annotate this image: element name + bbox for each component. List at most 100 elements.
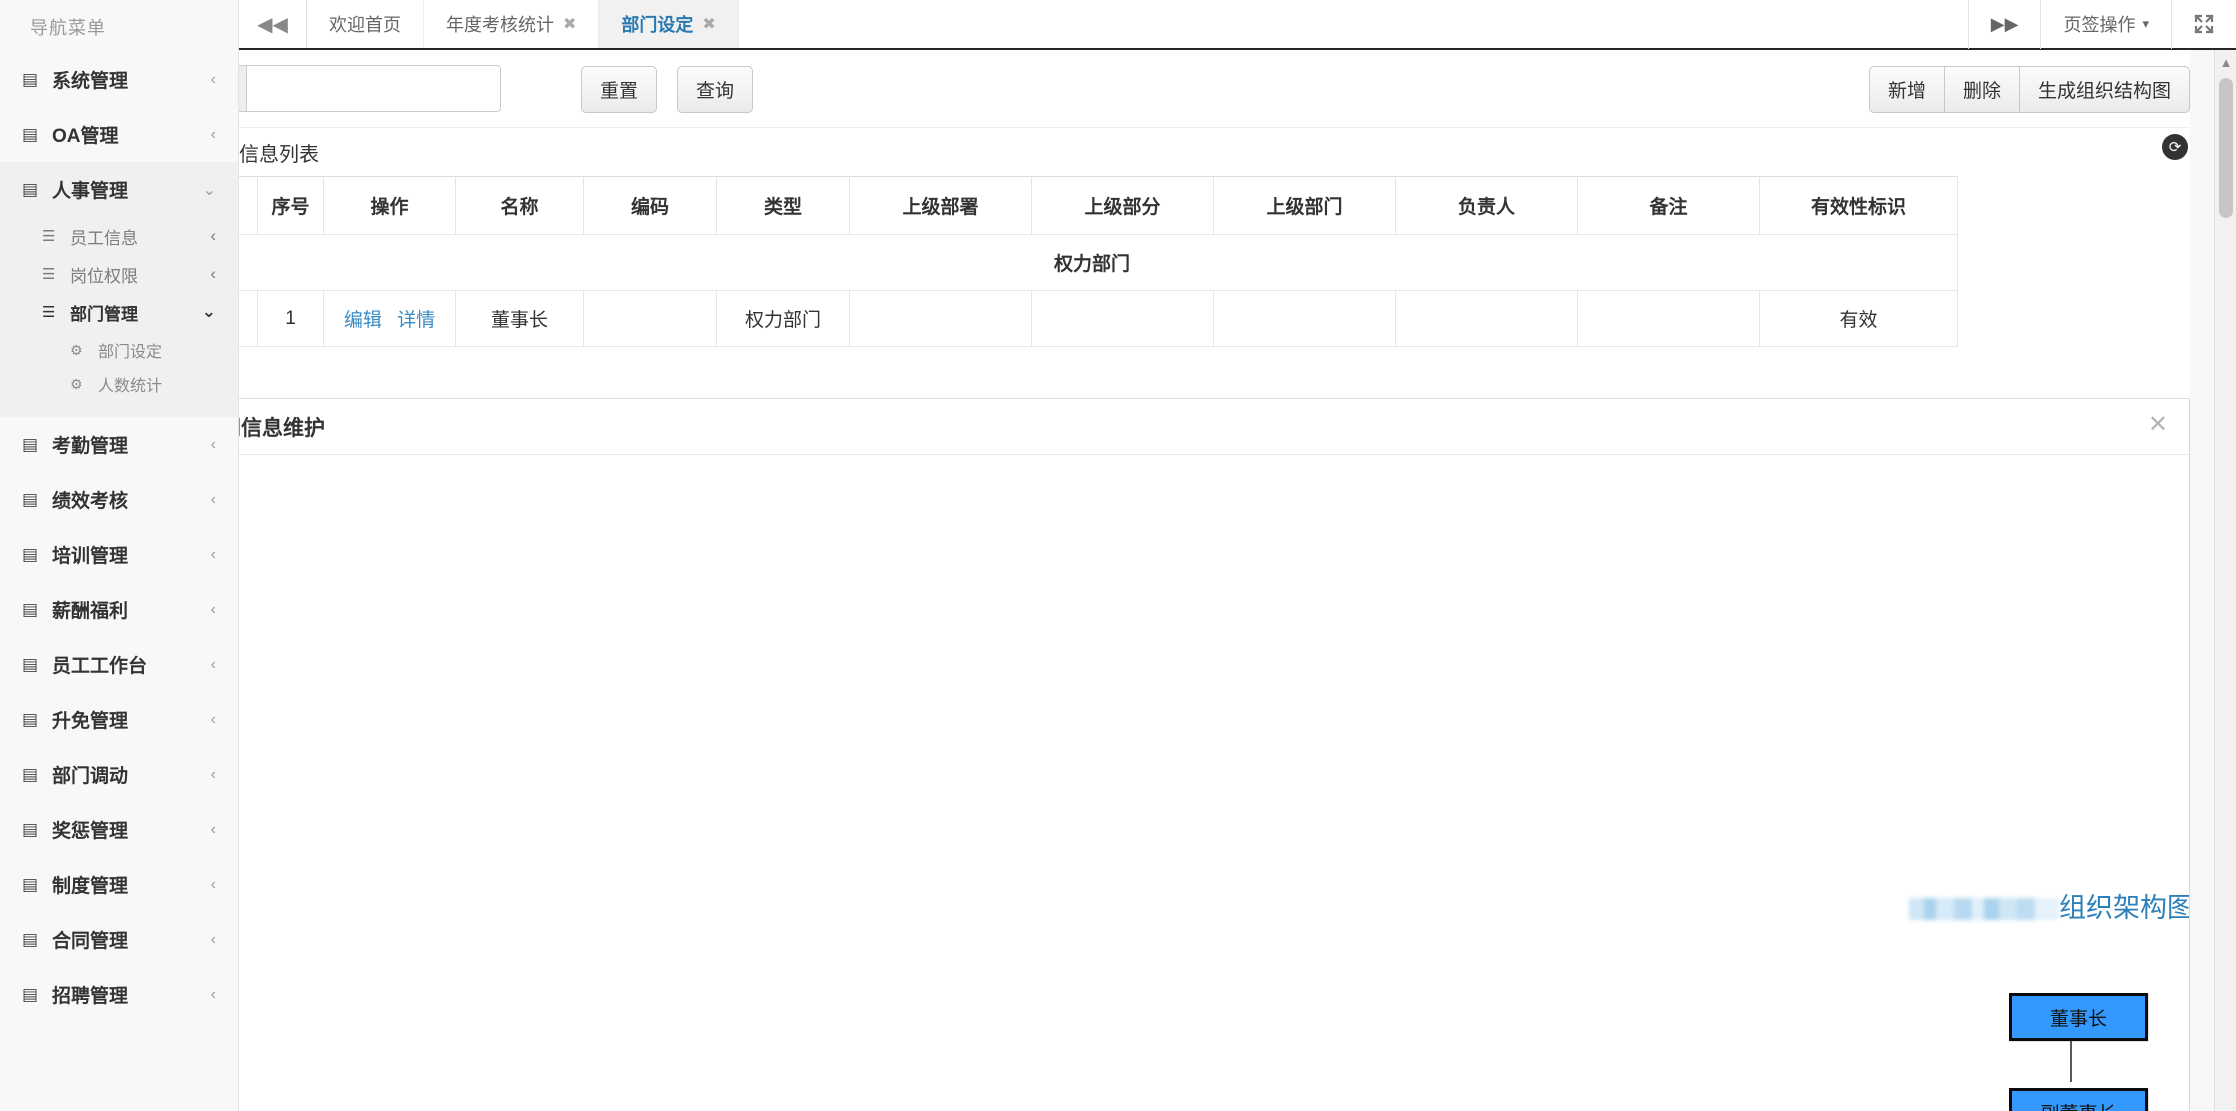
list-icon: ☰ [42, 266, 56, 283]
sidebar-item-hr[interactable]: ▤ 人事管理 ⌄ [0, 162, 238, 217]
sidebar-item-dept-transfer[interactable]: ▤ 部门调动 ‹ [0, 747, 238, 802]
sidebar-item-label: 人数统计 [98, 378, 163, 395]
refresh-icon[interactable]: ⟳ [2162, 134, 2188, 160]
org-chart: 组织架构图 [239, 456, 2190, 1111]
reset-button[interactable]: 重置 [581, 66, 658, 113]
sidebar-item-oa[interactable]: ▤ OA管理 ‹ [0, 107, 238, 162]
list-icon: ☰ [42, 228, 56, 245]
main-content: 名称 重置 查询 新增 删除 生成组织结构图 部门信息列表 ⟳ [239, 50, 2236, 1111]
detail-link[interactable]: 详情 [397, 310, 436, 331]
sidebar-item-label: 部门设定 [98, 344, 163, 361]
scroll-tabs-right-button[interactable]: ▶▶ [1967, 0, 2041, 49]
sidebar-item-label: 员工工作台 [52, 656, 148, 677]
sidebar-item-employee-info[interactable]: ☰ 员工信息 ‹ [0, 217, 238, 255]
query-button[interactable]: 查询 [677, 66, 754, 113]
sidebar-item-post-permission[interactable]: ☰ 岗位权限 ‹ [0, 255, 238, 293]
close-icon[interactable]: ✕ [2147, 411, 2168, 438]
fullscreen-button[interactable] [2171, 0, 2236, 49]
book-icon: ▤ [22, 929, 39, 949]
sidebar-item-system[interactable]: ▤ 系统管理 ‹ [0, 52, 238, 107]
search-field-group: 名称 [239, 65, 502, 112]
close-icon[interactable]: ✖ [563, 16, 577, 33]
tab-welcome[interactable]: 欢迎首页 [307, 0, 424, 48]
book-icon: ▤ [22, 984, 39, 1004]
book-icon: ▤ [22, 654, 39, 674]
org-chart-title-text: 组织架构图 [2059, 893, 2190, 923]
row-actions[interactable]: 编辑 详情 [323, 290, 456, 347]
sidebar-item-label: 人事管理 [52, 181, 129, 202]
scrollbar-thumb[interactable] [2219, 78, 2233, 218]
toolbar-actions: 新增 删除 生成组织结构图 [1868, 66, 2190, 113]
tab-label: 年度考核统计 [446, 15, 554, 35]
table-row[interactable]: 1 编辑 详情 董事长 权力部门 有效 [239, 290, 1958, 347]
sidebar-item-headcount-stats[interactable]: ⚙ 人数统计 [0, 369, 238, 407]
sidebar-item-label: 绩效考核 [52, 491, 129, 512]
sidebar-item-contract[interactable]: ▤ 合同管理 ‹ [0, 912, 238, 967]
book-icon: ▤ [22, 764, 39, 784]
modal-title: 部门信息维护 [239, 416, 325, 440]
tab-dept-setting[interactable]: 部门设定 ✖ [599, 0, 739, 48]
th-parent-part: 上级部分 [1031, 176, 1214, 235]
sidebar-item-training[interactable]: ▤ 培训管理 ‹ [0, 527, 238, 582]
sidebar-item-attendance[interactable]: ▤ 考勤管理 ‹ [0, 417, 238, 472]
th-index: 序号 [257, 176, 324, 235]
close-icon[interactable]: ✖ [702, 16, 716, 33]
book-icon: ▤ [22, 179, 39, 199]
row-checkbox-cell[interactable] [239, 290, 258, 347]
nav-title: 导航菜单 [30, 18, 106, 38]
sidebar-item-dept-management[interactable]: ☰ 部门管理 ⌄ [0, 293, 238, 331]
row-valid: 有效 [1759, 290, 1958, 347]
th-select-all[interactable] [239, 176, 258, 235]
row-remark [1577, 290, 1760, 347]
tab-bar-right-controls: ▶▶ 页签操作 ▾ [1967, 0, 2236, 49]
table-header-row: 序号 操作 名称 编码 类型 上级部署 上级部分 上级部门 负责人 备注 有效性… [239, 176, 1958, 235]
th-name: 名称 [455, 176, 584, 235]
dept-table: 序号 操作 名称 编码 类型 上级部署 上级部分 上级部门 负责人 备注 有效性… [239, 176, 1958, 347]
list-title: 部门信息列表 [239, 143, 319, 166]
chevron-left-icon: ‹ [210, 600, 216, 618]
book-icon: ▤ [22, 709, 39, 729]
table-group-row: 权力部门 [239, 234, 1958, 291]
scroll-tabs-left-button[interactable]: ◀◀ [239, 0, 307, 48]
sidebar-item-employee-workbench[interactable]: ▤ 员工工作台 ‹ [0, 637, 238, 692]
scroll-up-arrow[interactable]: ▲ [2219, 55, 2233, 70]
book-icon: ▤ [22, 599, 39, 619]
org-node-vice-chairman[interactable]: 副董事长 [2009, 1088, 2148, 1111]
add-button[interactable]: 新增 [1868, 66, 1945, 113]
org-node-chairman[interactable]: 董事长 [2009, 993, 2148, 1041]
chevron-left-icon: ‹ [210, 710, 216, 728]
chevron-left-icon: ‹ [210, 875, 216, 893]
delete-button[interactable]: 删除 [1944, 66, 2020, 113]
sidebar-item-label: 岗位权限 [70, 266, 138, 286]
page-ops-label: 页签操作 [2063, 15, 2136, 35]
search-input[interactable] [246, 65, 502, 112]
row-parent-part [1031, 290, 1214, 347]
chevron-left-icon: ‹ [210, 490, 216, 508]
chevron-left-icon: ‹ [210, 985, 216, 1003]
dept-info-modal: 部门信息维护 ✕ 组织架构图 [239, 398, 2190, 1111]
sidebar-item-compensation[interactable]: ▤ 薪酬福利 ‹ [0, 582, 238, 637]
chevron-left-icon: ‹ [210, 930, 216, 948]
edit-link[interactable]: 编辑 [343, 310, 382, 331]
chevron-down-icon: ▾ [2142, 16, 2149, 31]
sidebar-item-dept-setting[interactable]: ⚙ 部门设定 [0, 331, 238, 369]
sidebar-item-label: 合同管理 [52, 931, 129, 952]
tab-annual-review-stats[interactable]: 年度考核统计 ✖ [424, 0, 600, 48]
book-icon: ▤ [22, 544, 39, 564]
sidebar-item-recruitment[interactable]: ▤ 招聘管理 ‹ [0, 967, 238, 1022]
chevron-left-icon: ‹ [210, 435, 216, 453]
sidebar-item-reward-punish[interactable]: ▤ 奖惩管理 ‹ [0, 802, 238, 857]
modal-right-edge [2189, 399, 2190, 1111]
page-ops-dropdown[interactable]: 页签操作 ▾ [2040, 0, 2171, 49]
sidebar-item-performance[interactable]: ▤ 绩效考核 ‹ [0, 472, 238, 527]
row-parent-dept [1213, 290, 1396, 347]
generate-org-chart-button[interactable]: 生成组织结构图 [2019, 66, 2190, 113]
vertical-scrollbar[interactable]: ▲ [2214, 50, 2236, 1111]
sidebar-item-label: 系统管理 [52, 71, 129, 92]
chevron-left-icon: ‹ [210, 655, 216, 673]
sidebar-item-policy[interactable]: ▤ 制度管理 ‹ [0, 857, 238, 912]
chevron-left-icon: ‹ [210, 264, 216, 283]
book-icon: ▤ [22, 124, 39, 144]
th-owner: 负责人 [1395, 176, 1578, 235]
sidebar-item-promotion[interactable]: ▤ 升免管理 ‹ [0, 692, 238, 747]
